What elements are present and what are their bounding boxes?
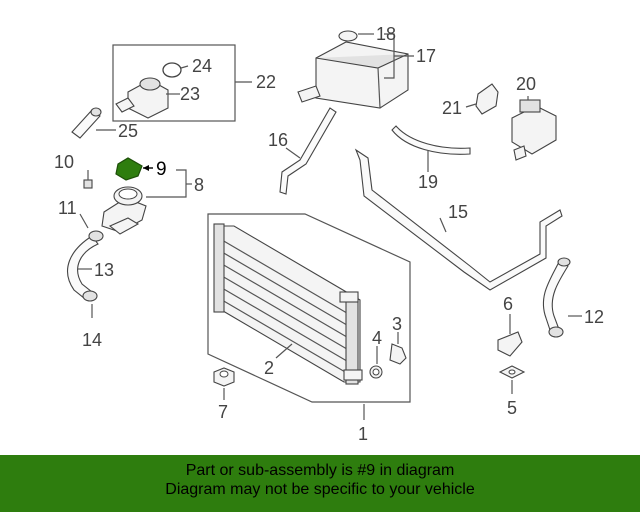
lower-hose-part-13 bbox=[67, 213, 104, 318]
hose-part-19 bbox=[391, 125, 471, 172]
diagram-canvas: 1 2 3 4 5 6 7 8 9 10 11 12 13 14 15 16 1… bbox=[54, 24, 604, 444]
callout-1: 1 bbox=[358, 424, 368, 444]
callout-2: 2 bbox=[264, 358, 274, 378]
callout-25: 25 bbox=[118, 121, 138, 141]
thermostat-housing-group-22 bbox=[112, 44, 252, 122]
banner-line-1: Part or sub-assembly is #9 in diagram bbox=[185, 462, 455, 479]
callout-22: 22 bbox=[256, 72, 276, 92]
gasket-part-9-highlighted bbox=[115, 157, 153, 181]
callout-17: 17 bbox=[416, 46, 436, 66]
callout-12: 12 bbox=[584, 307, 604, 327]
callout-14: 14 bbox=[82, 330, 102, 350]
callout-16: 16 bbox=[268, 130, 288, 150]
callout-20: 20 bbox=[516, 74, 536, 94]
callout-3: 3 bbox=[392, 314, 402, 334]
hose-part-15 bbox=[354, 148, 563, 291]
callout-8: 8 bbox=[194, 175, 204, 195]
mount-part-5 bbox=[498, 365, 526, 394]
info-banner: Part or sub-assembly is #9 in diagram Di… bbox=[0, 455, 640, 512]
radiator-core bbox=[213, 223, 363, 385]
callout-21: 21 bbox=[442, 98, 462, 118]
bushing-part-7 bbox=[213, 367, 235, 400]
callout-5: 5 bbox=[507, 398, 517, 418]
callout-9: 9 bbox=[156, 159, 167, 180]
callout-24: 24 bbox=[192, 56, 212, 76]
gasket-part-21 bbox=[465, 83, 499, 115]
callout-23: 23 bbox=[180, 84, 200, 104]
callout-13: 13 bbox=[94, 260, 114, 280]
callout-19: 19 bbox=[418, 172, 438, 192]
banner-line-2: Diagram may not be specific to your vehi… bbox=[165, 481, 475, 498]
callout-15: 15 bbox=[448, 202, 468, 222]
o-ring-part-4 bbox=[369, 346, 383, 379]
housing-part-20 bbox=[511, 96, 557, 161]
leader-part-2 bbox=[275, 343, 293, 359]
thermostat-housing-part-8 bbox=[101, 169, 192, 235]
callout-6: 6 bbox=[503, 294, 513, 314]
bracket-part-6 bbox=[497, 314, 523, 357]
coolant-reservoir-part-17 bbox=[297, 30, 414, 109]
hose-part-12 bbox=[542, 257, 582, 338]
hose-part-16 bbox=[279, 107, 337, 195]
callout-10: 10 bbox=[54, 152, 74, 172]
callout-11: 11 bbox=[58, 198, 77, 218]
callout-18: 18 bbox=[376, 24, 396, 44]
callout-7: 7 bbox=[218, 402, 228, 422]
radiator-outline-box bbox=[207, 213, 411, 403]
bolt-part-10 bbox=[83, 170, 93, 189]
drain-plug-part-3 bbox=[389, 332, 407, 365]
parts-diagram: 1 2 3 4 5 6 7 8 9 10 11 12 13 14 15 16 1… bbox=[54, 24, 604, 444]
callout-4: 4 bbox=[372, 328, 382, 348]
hose-part-25 bbox=[71, 107, 116, 139]
radiator-assembly bbox=[207, 213, 411, 403]
